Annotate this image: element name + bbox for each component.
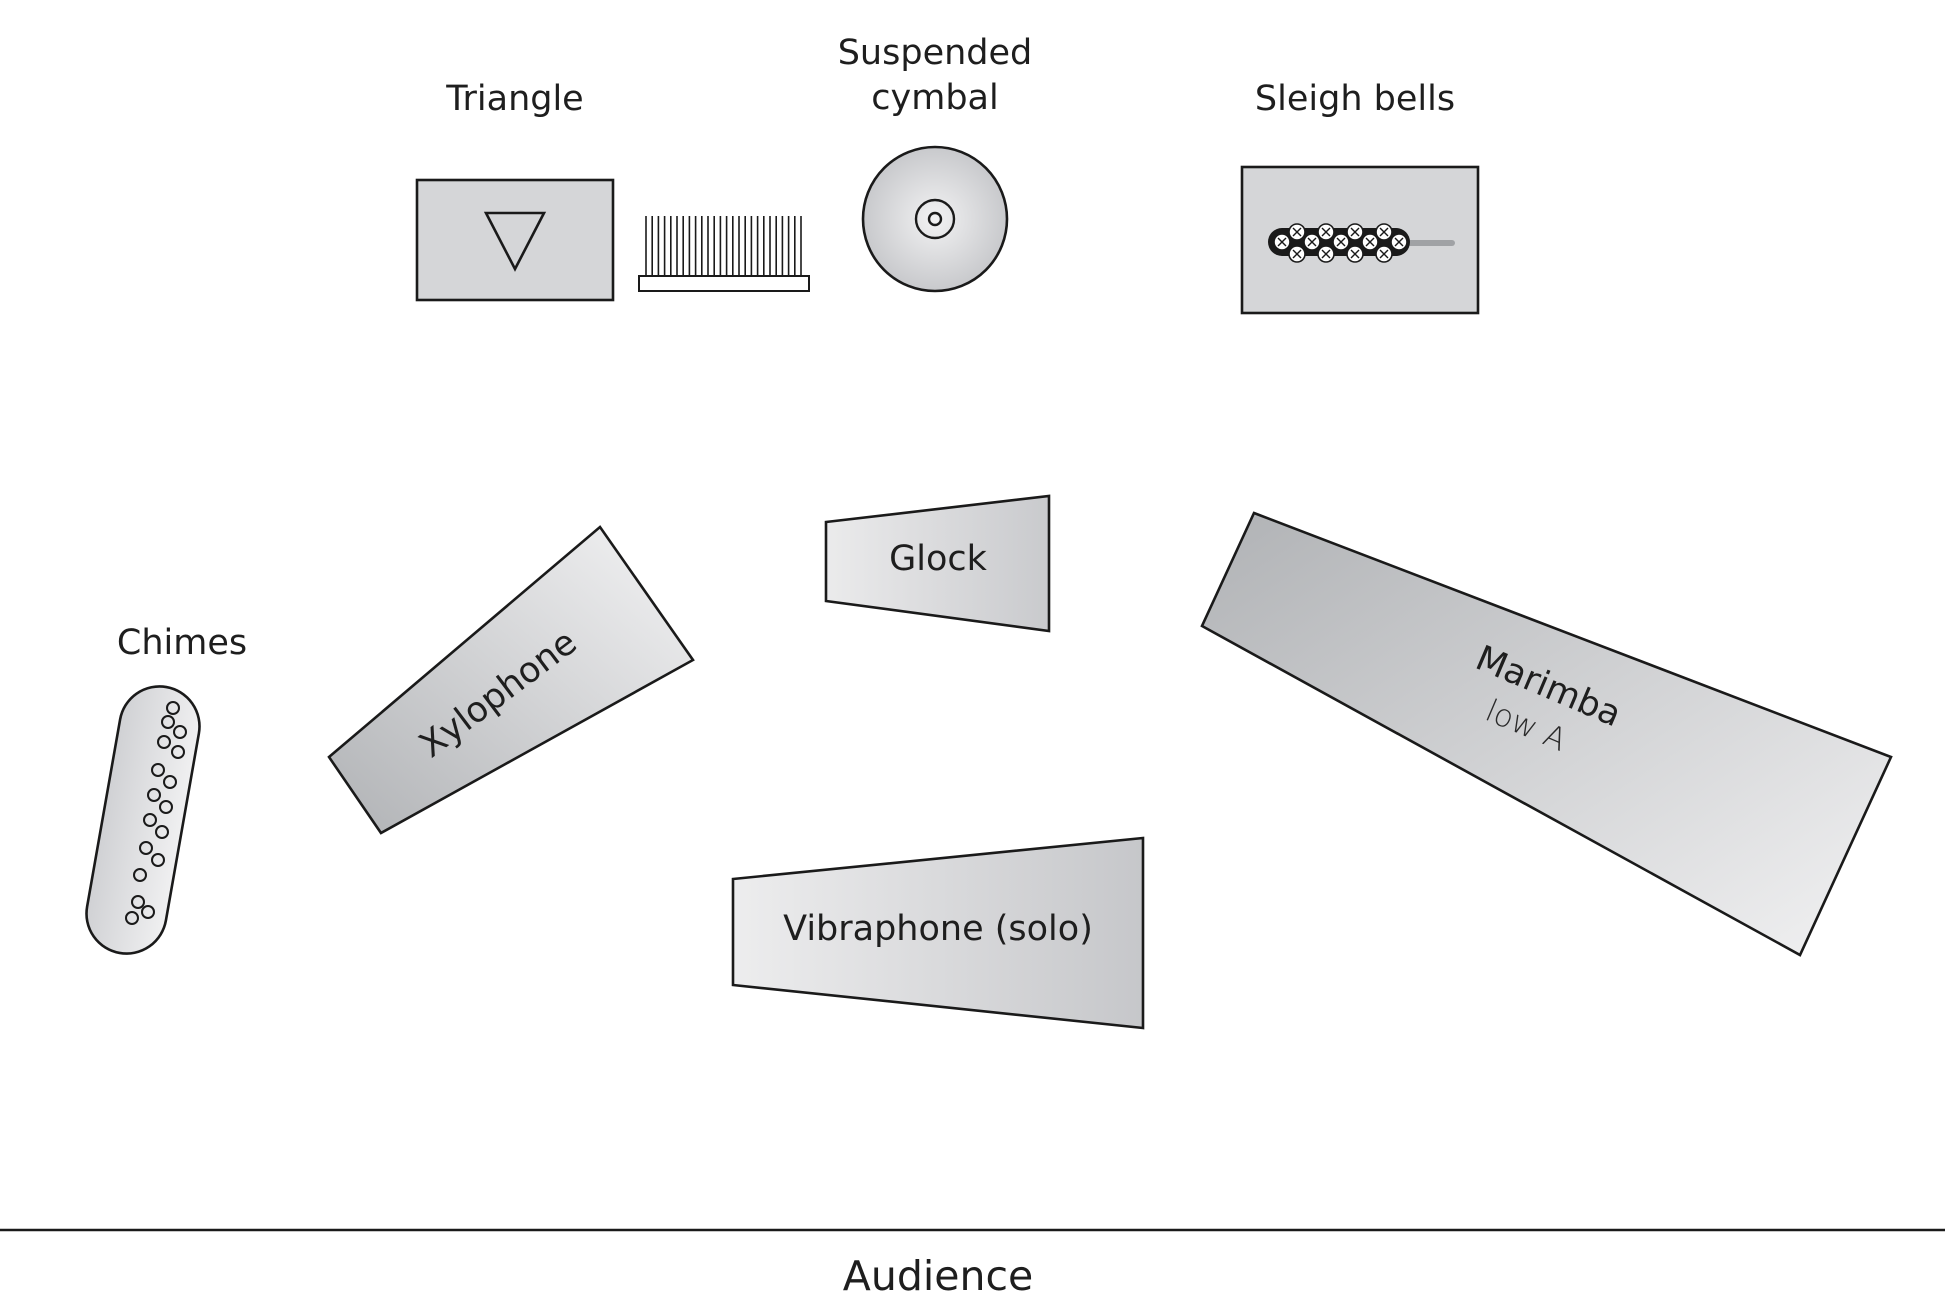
triangle-icon <box>483 211 547 272</box>
marimba-instrument: Marimba low A <box>1200 511 1893 957</box>
bell <box>1390 233 1408 251</box>
bell <box>1361 233 1379 251</box>
chime-tube <box>147 788 161 802</box>
chime-tube <box>157 735 171 749</box>
bell <box>1303 233 1321 251</box>
chime-tube <box>141 905 155 919</box>
chime-tube <box>143 813 157 827</box>
bell <box>1375 223 1393 241</box>
sleigh-bells-label: Sleigh bells <box>1255 79 1455 119</box>
xylophone-instrument: Xylophone <box>327 525 695 835</box>
chime-tube <box>139 841 153 855</box>
glock-body <box>824 494 1051 633</box>
bell <box>1288 223 1306 241</box>
cymbal-label-line1: Suspended <box>838 33 1033 73</box>
chime-tube <box>163 775 177 789</box>
bell <box>1346 223 1364 241</box>
chime-tube <box>151 853 165 867</box>
bell <box>1317 223 1335 241</box>
mark-tree-icon <box>638 216 810 292</box>
mark-tree-bar <box>638 275 810 292</box>
cymbal-label-line2: cymbal <box>871 78 998 118</box>
mark-tree-rods <box>645 216 802 276</box>
bell <box>1317 245 1335 263</box>
triangle-instrument: Triangle <box>415 79 615 302</box>
cymbal-bell <box>914 198 956 240</box>
chime-tube <box>171 745 185 759</box>
chime-tube <box>155 825 169 839</box>
vibraphone-body <box>731 836 1145 1030</box>
vibraphone-instrument: Vibraphone (solo) <box>731 836 1145 1030</box>
chime-tube <box>131 895 145 909</box>
sleigh-bells-icon <box>1273 223 1408 263</box>
chime-tube <box>166 701 180 715</box>
cymbal-icon <box>861 145 1009 293</box>
chime-tube <box>159 800 173 814</box>
chime-tube <box>173 725 187 739</box>
bell <box>1332 233 1350 251</box>
xylophone-body <box>327 525 695 835</box>
chime-tube <box>161 715 175 729</box>
glockenspiel-instrument: Glock <box>824 494 1051 633</box>
chime-tube <box>125 911 139 925</box>
bell <box>1375 245 1393 263</box>
suspended-cymbal-instrument: Suspended cymbal <box>838 33 1033 293</box>
bell <box>1346 245 1364 263</box>
bell <box>1273 233 1291 251</box>
triangle-label: Triangle <box>445 79 583 119</box>
cymbal-center <box>927 211 943 227</box>
chime-tube <box>133 868 147 882</box>
chimes-label: Chimes <box>117 623 247 663</box>
marimba-body <box>1200 511 1893 957</box>
sleigh-bells-instrument: Sleigh bells <box>1240 79 1480 315</box>
chimes-icon <box>125 701 187 925</box>
audience-label: Audience <box>843 1252 1033 1300</box>
vibraphone-label: Vibraphone (solo) <box>783 909 1093 949</box>
glock-label: Glock <box>889 539 988 579</box>
chime-tube <box>151 763 165 777</box>
chimes-instrument: Chimes <box>85 623 247 955</box>
bell <box>1288 245 1306 263</box>
